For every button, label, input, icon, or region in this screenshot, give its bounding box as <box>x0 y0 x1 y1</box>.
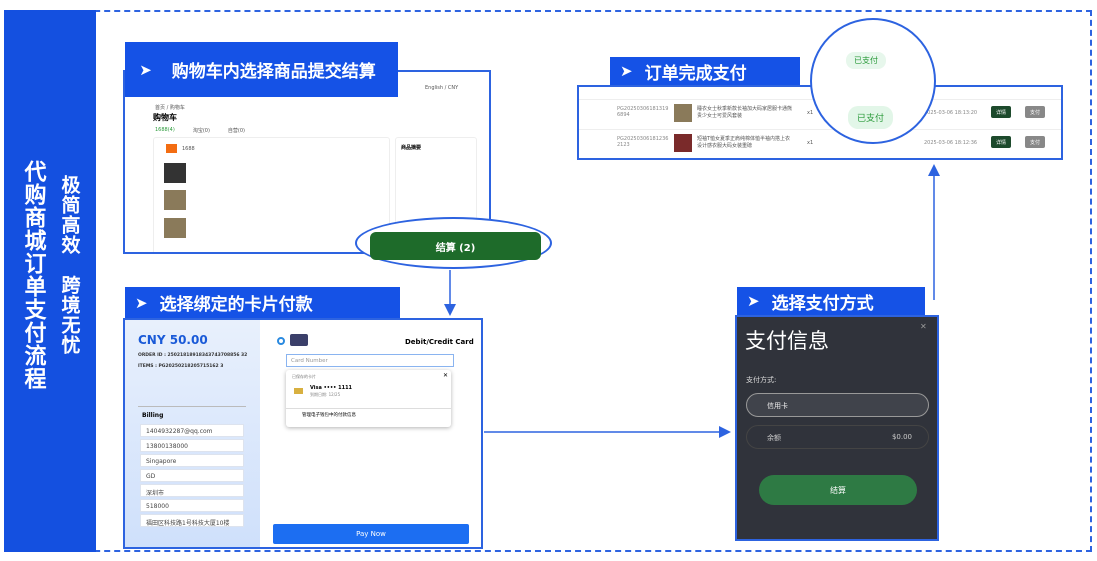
billing-form: 1404932287@qq.com 13800138000 Singapore … <box>140 424 244 529</box>
order-id: PG20250306181236 2123 <box>617 136 669 148</box>
divider <box>138 406 246 407</box>
checkout-button[interactable]: 结算 (2) <box>370 232 541 260</box>
pay-button[interactable]: 支付 <box>1025 136 1045 148</box>
close-icon[interactable]: ✕ <box>443 372 449 379</box>
product-thumb <box>164 163 186 183</box>
visa-icon <box>294 388 303 394</box>
saved-card[interactable]: Visa •••• 1111 <box>310 385 353 391</box>
page-title: 购物车 <box>153 113 177 122</box>
popup-title: 已保存的卡片 <box>292 374 316 379</box>
shop-name: 1688 <box>182 146 195 152</box>
flow-subtitle: 极简高效 跨境无忧 <box>58 175 81 355</box>
tab-taobao[interactable]: 淘宝(0) <box>192 128 210 134</box>
arrow-icon: ➤ <box>747 292 760 310</box>
billing-title: Billing <box>142 412 164 419</box>
paid-zoom-circle: 已支付 已支付 <box>810 18 936 144</box>
sidebar: 代购商城订单支付流程 极简高效 跨境无忧 <box>4 10 96 552</box>
detail-button[interactable]: 详情 <box>991 136 1011 148</box>
order-summary-pane: CNY 50.00 ORDER ID : 2502181891834374370… <box>125 320 260 547</box>
city-field[interactable]: 深圳市 <box>140 484 244 497</box>
state-field[interactable]: GD <box>140 469 244 482</box>
zip-field[interactable]: 518000 <box>140 499 244 512</box>
order-time: 2025-03-06 18:12:36 <box>924 140 978 146</box>
order-row: PG20250306181236 2123 短袖T恤女夏季正肩纯棉体恤半袖内搭上… <box>579 129 1061 158</box>
tab-self[interactable]: 自营(0) <box>227 128 245 134</box>
dialog-title: 支付信息 <box>745 329 829 353</box>
order-qty: x1 <box>807 110 814 116</box>
order-qty: x1 <box>807 140 814 146</box>
option-credit-card[interactable]: 信用卡 <box>746 393 929 417</box>
card-icon <box>290 334 308 346</box>
shop-logo <box>166 144 177 153</box>
status-badge-zoomed: 已支付 <box>848 106 894 129</box>
card-expiry: 到期日期: 12/25 <box>310 392 341 397</box>
product-thumb <box>164 190 186 210</box>
summary-title: 商品摘要 <box>401 145 422 151</box>
amount: CNY 50.00 <box>138 333 208 347</box>
option-balance[interactable]: 余额$0.00 <box>746 425 929 449</box>
cart-items: 1688 <box>153 137 390 252</box>
items-id: ITEMS : PG20250218205715162 3 <box>138 364 224 369</box>
country-select[interactable]: Singapore <box>140 454 244 467</box>
pay-button[interactable]: 支付 <box>1025 106 1045 118</box>
method-label: 支付方式: <box>746 376 777 384</box>
order-desc: 短袖T恤女夏季正肩纯棉体恤半袖内搭上衣设计感衣服大码女装重磅 <box>697 136 791 149</box>
checkout-button[interactable]: 结算 <box>759 475 917 505</box>
card-payment-screenshot: CNY 50.00 ORDER ID : 2502181891834374370… <box>123 318 483 549</box>
payment-method-screenshot: 支付信息 ✕ 支付方式: 信用卡 余额$0.00 结算 <box>735 315 939 541</box>
breadcrumb: 首页 / 购物车 <box>155 105 185 111</box>
order-id: ORDER ID : 25021818918343743708856 32 <box>138 353 248 358</box>
product-thumb <box>164 218 186 238</box>
step-method-label: ➤选择支付方式 <box>737 287 925 315</box>
step-card-label: ➤选择绑定的卡片付款 <box>125 287 400 318</box>
cart-tabs: 1688(4) 淘宝(0) 自营(0) <box>155 127 245 134</box>
order-id: PG20250306181319 6894 <box>617 106 669 118</box>
order-time: 2025-03-06 18:13:20 <box>924 110 978 116</box>
step-cart-label: ➤购物车内选择商品提交结算 <box>125 42 398 97</box>
manage-wallet-link[interactable]: 管理电子钱包中的付款信息 <box>302 413 356 418</box>
saved-cards-popup: 已保存的卡片 ✕ Visa •••• 1111 到期日期: 12/25 管理电子… <box>286 370 451 427</box>
pay-now-button[interactable]: Pay Now <box>273 524 469 544</box>
arrow-icon: ➤ <box>139 60 152 79</box>
detail-button[interactable]: 详情 <box>991 106 1011 118</box>
arrow-icon: ➤ <box>620 62 633 80</box>
step-orders-label: ➤订单完成支付 <box>610 57 800 85</box>
lang-switch[interactable]: English / CNY <box>425 85 459 91</box>
product-thumb <box>674 134 692 152</box>
product-thumb <box>674 104 692 122</box>
address-field[interactable]: 福田区科技路1号科技大厦10楼 <box>140 514 244 527</box>
arrow-icon: ➤ <box>135 293 148 312</box>
close-icon[interactable]: ✕ <box>920 322 927 331</box>
card-number-input[interactable]: Card Number <box>286 354 454 367</box>
method-title: Debit/Credit Card <box>405 338 474 346</box>
tab-1688[interactable]: 1688(4) <box>155 127 175 133</box>
radio-selected[interactable] <box>277 337 285 345</box>
flow-title: 代购商城订单支付流程 <box>20 160 46 390</box>
email-field[interactable]: 1404932287@qq.com <box>140 424 244 437</box>
status-badge: 已支付 <box>846 52 886 69</box>
order-desc: 睡衣女士秋季新款长袖加大码家居服卡通熊贵少女士可爱风套装 <box>697 106 793 119</box>
phone-field[interactable]: 13800138000 <box>140 439 244 452</box>
